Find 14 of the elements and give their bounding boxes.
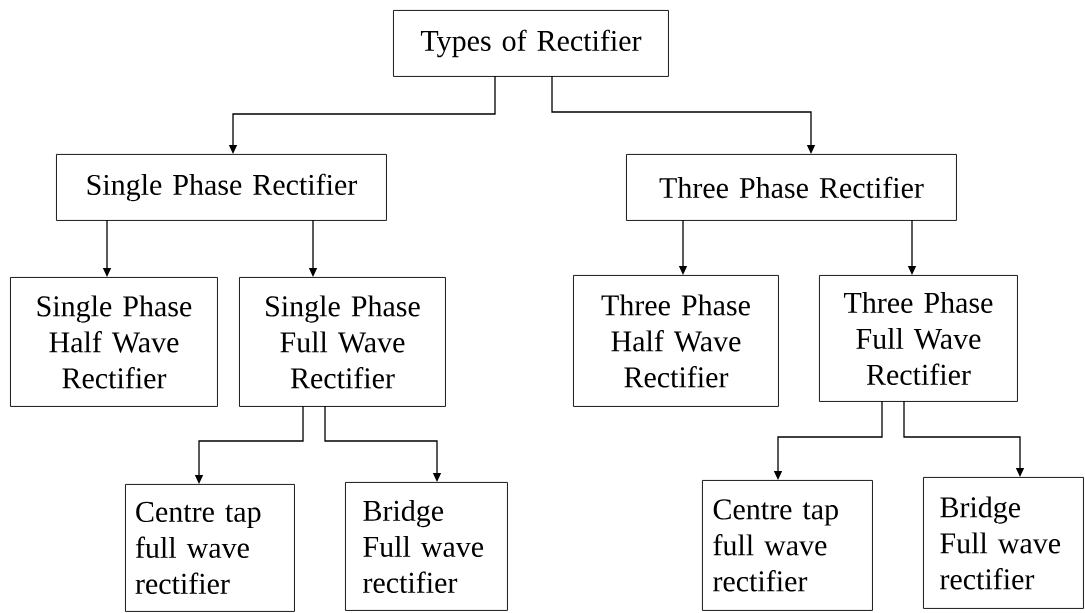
arrow [551, 75, 816, 154]
category-box: Three Phase Rectifier [626, 154, 957, 221]
rectifier-box: Single Phase Full Wave Rectifier [239, 277, 446, 407]
arrow [903, 400, 1025, 477]
rectifier-box: Bridge Full wave rectifier [923, 477, 1084, 609]
rectifier-box: Three Phase Half Wave Rectifier [573, 275, 779, 407]
arrow [324, 405, 442, 482]
rectifier-box: Bridge Full wave rectifier [345, 482, 508, 611]
category-box: Single Phase Rectifier [56, 154, 387, 221]
title-box: Types of Rectifier [393, 10, 669, 77]
rectifier-box: Centre tap full wave rectifier [702, 480, 873, 611]
rectifier-box: Single Phase Half Wave Rectifier [10, 277, 218, 407]
rectifier-box: Three Phase Full Wave Rectifier [819, 275, 1018, 402]
rectifier-box: Centre tap full wave rectifier [125, 484, 295, 612]
